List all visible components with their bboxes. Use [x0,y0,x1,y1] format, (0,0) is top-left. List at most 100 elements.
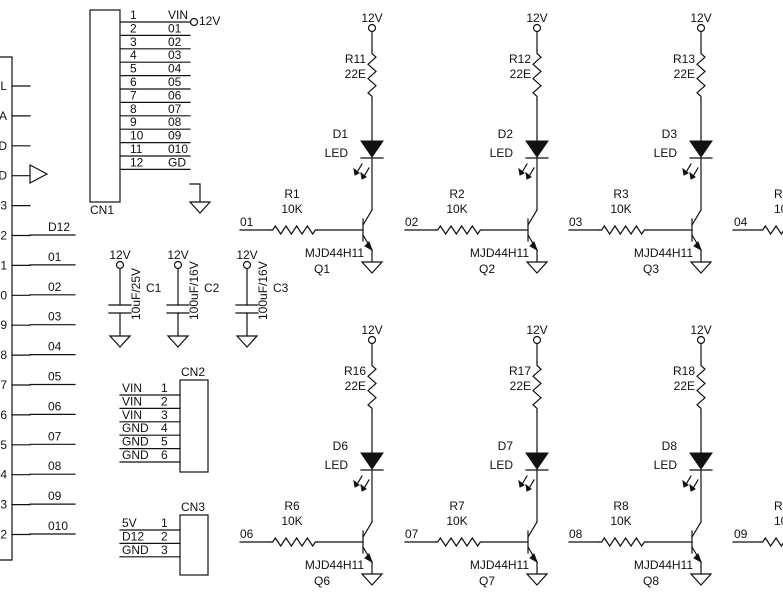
led-ref: D3 [662,127,678,141]
pin-net: GD [168,155,186,169]
mcu-pin: L [0,79,31,93]
transistor-emitter-arrow [529,241,538,252]
supply-label: 12V [690,11,711,25]
channel-partial-09: 09R10 [732,499,783,548]
led-driver-channels: 12VR1122ED1LED01R110KMJD44H11Q112VR1222E… [239,11,783,588]
mcu-net: 02 [29,280,76,296]
pin-net: GND [122,435,149,449]
mcu-pin: A [0,109,31,123]
mcu-pin-label: 5 [0,438,7,452]
cn2-pin-5: GND 5 [119,435,181,450]
supply-label: 12V [109,248,130,262]
led-ref: D1 [333,127,349,141]
mcu-body [0,56,13,561]
pin-net: GND [122,421,149,435]
pin-net: 05 [168,75,182,89]
mcu-net-label: 07 [48,429,62,443]
pin-number: 12 [130,155,144,169]
mcu-pin-label: D [0,139,7,153]
resistor-value: 10 [774,202,783,216]
pin-number: 2 [130,21,137,35]
pin-number: 6 [161,448,168,462]
emission-arrow-head [353,479,360,488]
capacitor-ref: C3 [273,281,289,295]
pin-number: 5 [130,62,137,76]
transistor-collector [362,209,373,226]
mcu-pin-label: 0 [0,288,7,302]
led-triangle [689,140,713,158]
pin-number: 1 [161,516,168,530]
emission-arrow-head [682,479,689,488]
mcu-net: 07 [29,429,76,445]
pin-number: 5 [161,435,168,449]
transistor-ref: Q6 [314,574,330,588]
resistor-ref: R13 [673,52,695,66]
emission-arrow-head [353,167,360,176]
mcu-net-label: 05 [48,370,62,384]
mcu-pin-label: 2 [0,528,7,542]
transistor-collector [362,521,373,538]
mcu-pin-label: 8 [0,348,7,362]
supply-terminal [115,260,125,270]
transistor-ref: Q2 [479,262,495,276]
transistor-emitter-arrow [364,553,373,564]
transistor-part: MJD44H11 [305,246,364,260]
resistor-value: 10K [281,202,302,216]
resistor-zigzag [367,49,377,101]
connector-ref: CN2 [181,365,205,379]
pin-net: 04 [168,62,182,76]
pin-net: GND [122,448,149,462]
transistor-part: MJD44H11 [470,246,529,260]
supply-terminal [696,23,706,33]
mcu-net-label: 06 [48,399,62,413]
mcu-pin: 2 [0,229,31,243]
resistor-ref: R17 [509,364,531,378]
mcu-net: 05 [29,370,76,386]
resistor-ref: R [774,499,783,513]
supply-terminal [242,260,252,270]
led-label: LED [325,458,349,472]
transistor-collector [691,209,702,226]
pin-number: 3 [130,35,137,49]
pin-net: 08 [168,115,182,129]
resistor-value: 22E [345,67,366,81]
pin-net: VIN [122,394,142,408]
transistor-collector [691,521,702,538]
mcu-arrow [29,164,49,184]
supply-label: 12V [526,11,547,25]
input-net-label: 09 [734,527,748,541]
emission-arrow-head [525,483,532,492]
supply-label: 12V [236,248,257,262]
connector-ref: CN3 [181,500,205,514]
mcu-net: 06 [29,399,76,415]
cn3-body [179,514,209,576]
supply-terminal [367,23,377,33]
transistor-collector [527,521,538,538]
resistor-ref: R3 [613,187,629,201]
mcu-net: 03 [29,310,76,326]
mcu-net-label: 02 [48,280,62,294]
capacitor-value: 10uF/25V [129,268,143,320]
connector-ref: CN1 [90,203,114,217]
led-ref: D8 [662,439,678,453]
mcu-pin-label: 4 [0,468,7,482]
emission-arrow-head [682,167,689,176]
